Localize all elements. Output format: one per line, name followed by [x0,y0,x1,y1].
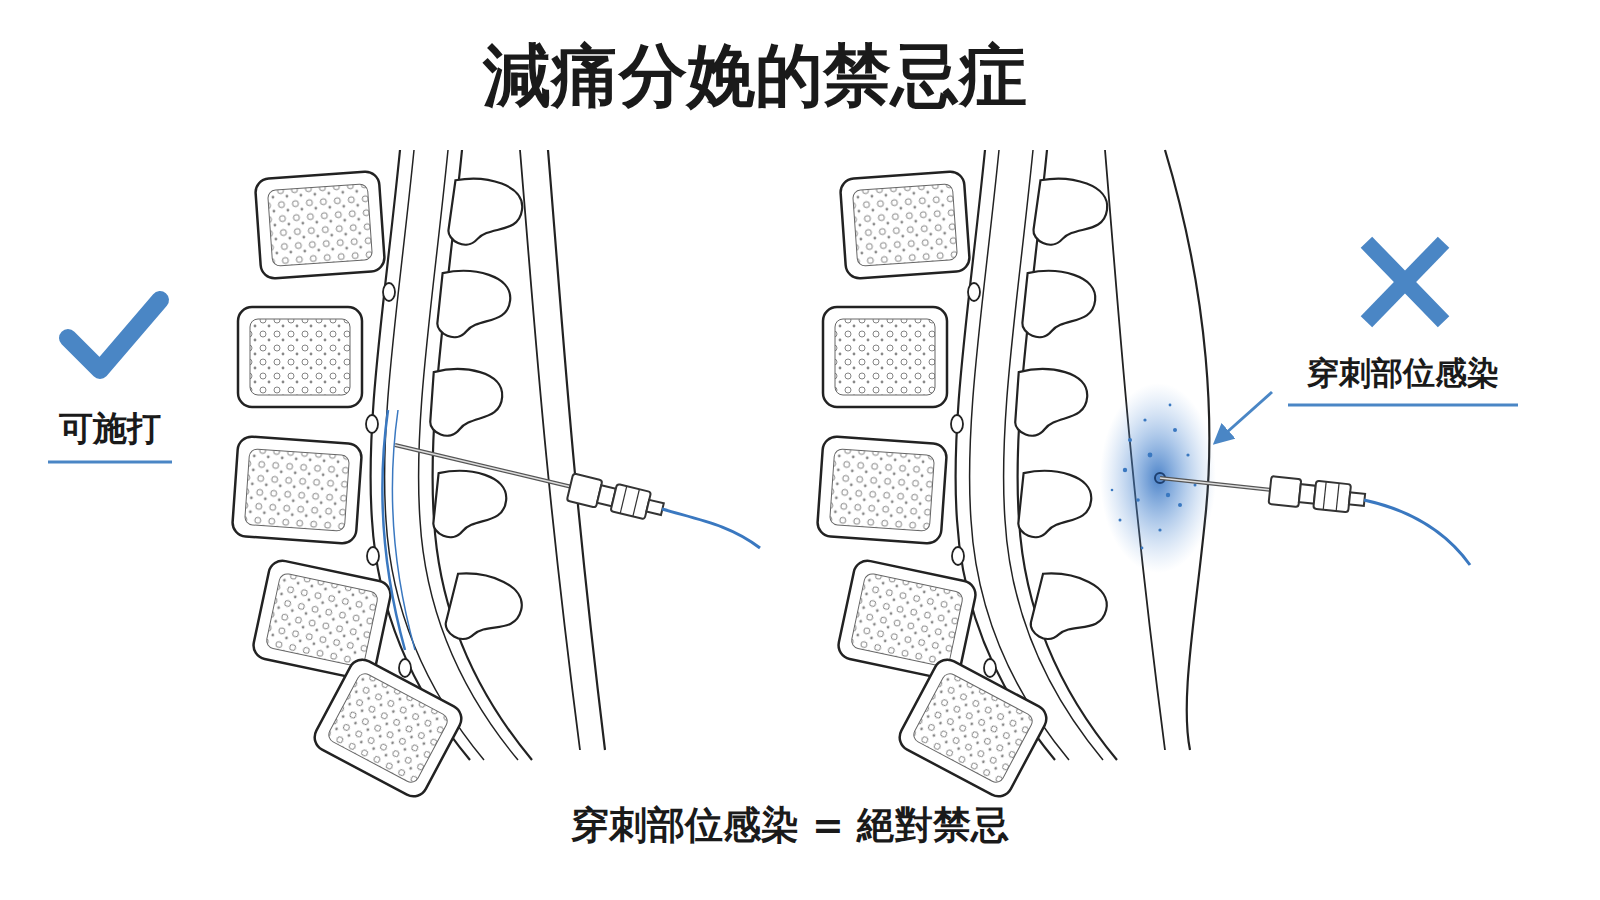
needle [1160,478,1272,490]
spine-figure [817,150,1117,801]
check-mark [68,300,160,370]
label: 可施打 [59,408,161,449]
leader-arrow [1216,392,1272,442]
infection-area [1100,383,1216,573]
caption: 穿刺部位感染 = 絕對禁忌 [571,803,1009,849]
label: 穿刺部位感染 [1307,354,1499,392]
underline [48,461,172,464]
title: 減痛分娩的禁忌症 [483,35,1027,117]
tube [662,509,760,548]
tube [1364,500,1470,565]
needle [395,445,572,487]
spine-figure [232,150,532,801]
underline [1288,404,1518,407]
cross-mark [1372,248,1438,316]
